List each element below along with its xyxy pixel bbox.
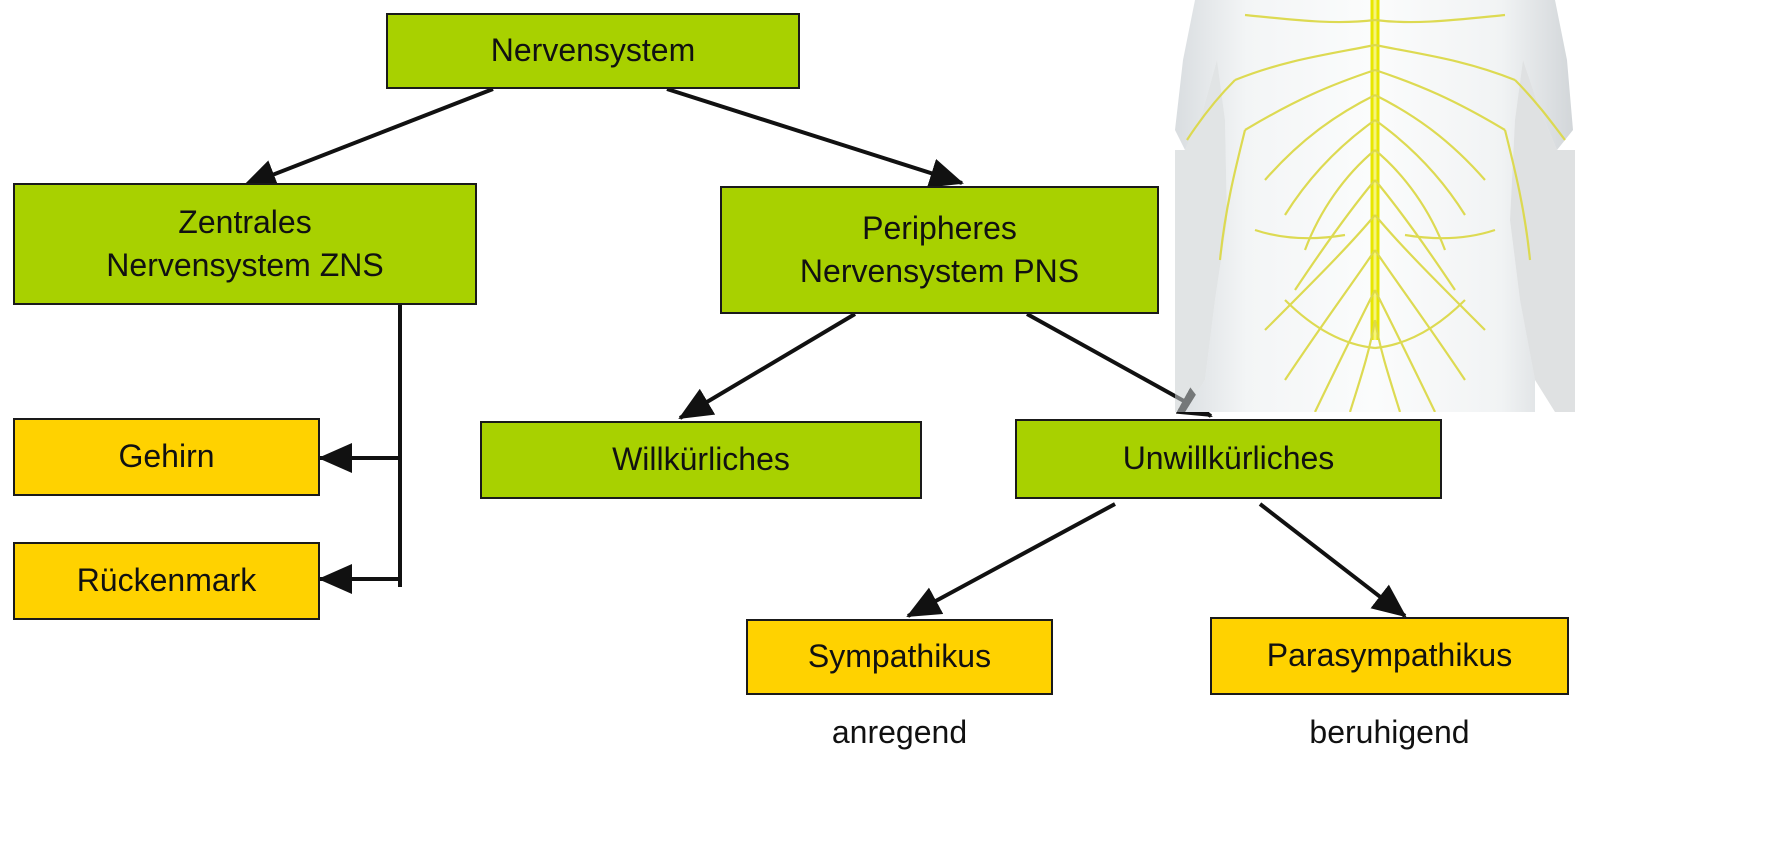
node-nervensystem: Nervensystem [386, 13, 800, 89]
node-parasympathikus-label: Parasympathikus [1266, 637, 1513, 674]
node-pns-label-line2: Nervensystem PNS [799, 253, 1080, 289]
node-zns-label-line2: Nervensystem ZNS [106, 247, 384, 283]
node-sympathikus-label: Sympathikus [807, 638, 992, 675]
node-unwillkuerliches: Unwillkürliches [1015, 419, 1442, 499]
arrow-unwillkuerlich-to-sympathikus [906, 502, 1116, 618]
caption-beruhigend: beruhigend [1309, 714, 1470, 750]
node-parasympathikus: Parasympathikus [1210, 617, 1569, 695]
node-unwillkuerliches-label: Unwillkürliches [1122, 440, 1335, 477]
node-rueckenmark: Rückenmark [13, 542, 320, 620]
node-gehirn: Gehirn [13, 418, 320, 496]
node-gehirn-label: Gehirn [118, 438, 215, 475]
arrow-pns-to-willkuerlich [678, 312, 857, 420]
node-pns-label-line1: Peripheres [862, 209, 1017, 246]
node-pns: Peripheres Nervensystem PNS [720, 186, 1159, 314]
arrow-unwillkuerlich-to-parasympathikus [1258, 502, 1407, 618]
node-rueckenmark-label: Rückenmark [76, 562, 257, 599]
nervous-system-torso-image [1175, 0, 1575, 412]
node-nervensystem-label: Nervensystem [490, 32, 696, 69]
caption-anregend: anregend [831, 714, 968, 750]
node-willkuerliches: Willkürliches [480, 421, 922, 499]
node-zns: Zentrales Nervensystem ZNS [13, 183, 477, 305]
node-sympathikus: Sympathikus [746, 619, 1053, 695]
node-willkuerliches-label: Willkürliches [612, 441, 790, 478]
node-zns-label-line1: Zentrales [178, 203, 312, 240]
arrow-root-to-pns [666, 87, 964, 188]
arrow-root-to-zns [242, 87, 494, 189]
